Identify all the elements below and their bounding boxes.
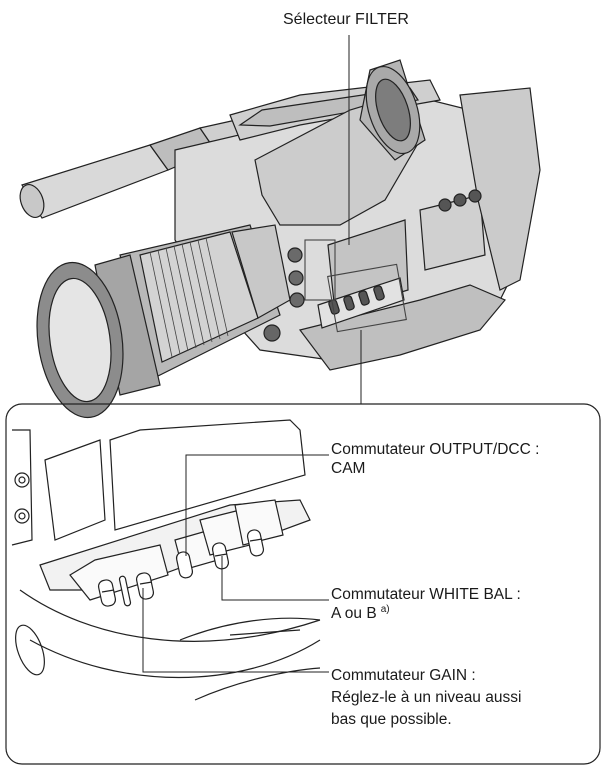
gain-instruction-line2: bas que possible. xyxy=(331,711,452,728)
output-dcc-callout: Commutateur OUTPUT/DCC : CAM xyxy=(331,440,539,478)
filter-selector-label: Sélecteur FILTER xyxy=(283,11,409,28)
gain-title: Commutateur GAIN : xyxy=(331,667,476,684)
switch-closeup-drawing xyxy=(11,419,321,701)
white-bal-value: A ou B xyxy=(331,605,377,622)
camcorder-drawing xyxy=(19,59,541,419)
white-bal-footnote-mark: a) xyxy=(380,603,390,615)
gain-callout: Commutateur GAIN : Réglez-le à un niveau… xyxy=(331,665,521,731)
output-dcc-leader xyxy=(185,454,329,556)
camera-body xyxy=(174,59,541,371)
output-dcc-title: Commutateur OUTPUT/DCC : xyxy=(331,441,540,458)
detail-panel-frame xyxy=(5,403,601,765)
white-bal-title: Commutateur WHITE BAL : xyxy=(331,586,521,603)
white-bal-leader xyxy=(221,556,329,601)
gain-leader xyxy=(142,588,329,673)
output-dcc-value: CAM xyxy=(331,460,366,477)
lens xyxy=(36,224,291,419)
callout-leaders xyxy=(142,454,329,673)
gain-instruction-line1: Réglez-le à un niveau aussi xyxy=(331,689,522,706)
